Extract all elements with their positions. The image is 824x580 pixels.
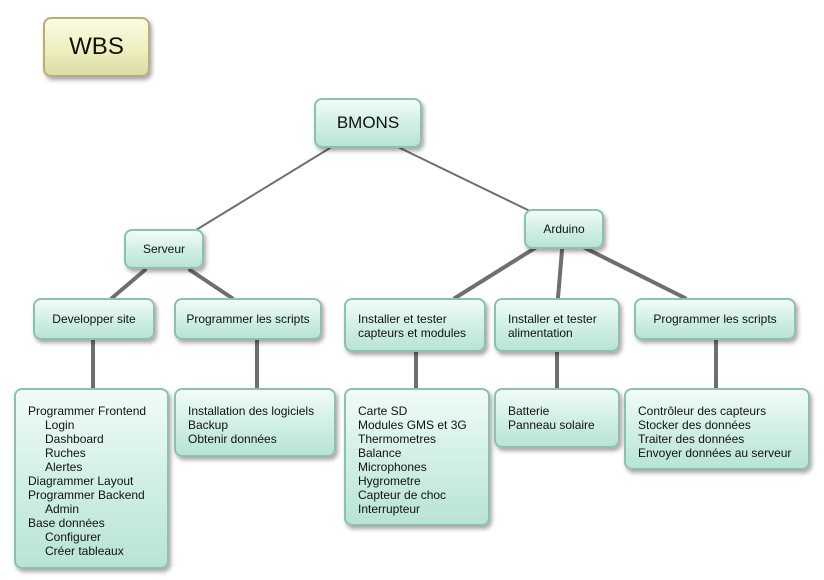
task-label-alimentation-line1: Installer et tester bbox=[508, 312, 597, 326]
link-arduino-scripts bbox=[583, 246, 687, 300]
task-label-serveur-scripts: Programmer les scripts bbox=[186, 312, 310, 326]
list-item: Balance bbox=[358, 446, 402, 460]
list-item: Batterie bbox=[508, 404, 550, 418]
list-item: Ruches bbox=[45, 446, 86, 460]
link-bmons-serveur bbox=[195, 147, 331, 231]
list-item: Programmer Backend bbox=[28, 488, 145, 502]
list-item: Panneau solaire bbox=[508, 418, 595, 432]
list-item: Capteur de choc bbox=[358, 488, 447, 502]
branch-label-serveur: Serveur bbox=[142, 242, 186, 256]
task-node-developper-site[interactable]: Developper site bbox=[33, 298, 155, 340]
branch-node-arduino[interactable]: Arduino bbox=[524, 209, 604, 249]
branch-label-arduino: Arduino bbox=[543, 222, 585, 236]
task-node-alimentation[interactable]: Installer et tester alimentation bbox=[494, 298, 620, 352]
list-item: Dashboard bbox=[45, 432, 104, 446]
list-item: Envoyer données au serveur bbox=[638, 446, 792, 460]
link-arduino-alimentation bbox=[556, 248, 564, 300]
task-node-capteurs[interactable]: Installer et tester capteurs et modules bbox=[344, 298, 486, 352]
list-item: Backup bbox=[188, 418, 229, 432]
list-item: Hygrometre bbox=[358, 474, 421, 488]
list-item: Carte SD bbox=[358, 404, 408, 418]
list-item: Modules GMS et 3G bbox=[358, 418, 467, 432]
list-item: Traiter des données bbox=[638, 432, 745, 446]
task-label-arduino-scripts: Programmer les scripts bbox=[653, 312, 777, 326]
list-item: Programmer Frontend bbox=[28, 404, 147, 418]
branch-node-serveur[interactable]: Serveur bbox=[124, 229, 204, 269]
list-item: Base données bbox=[28, 516, 105, 530]
list-item: Contrôleur des capteurs bbox=[638, 404, 767, 418]
list-item: Login bbox=[45, 418, 75, 432]
list-item: Thermometres bbox=[358, 432, 437, 446]
list-item: Alertes bbox=[45, 460, 83, 474]
list-item: Interrupteur bbox=[358, 502, 421, 516]
task-label-alimentation-line2: alimentation bbox=[508, 326, 573, 340]
list-item: Admin bbox=[45, 502, 80, 516]
list-item: Diagrammer Layout bbox=[28, 474, 134, 488]
wbs-title: WBS bbox=[69, 33, 124, 60]
task-label-capteurs-line1: Installer et tester bbox=[358, 312, 447, 326]
task-node-arduino-scripts[interactable]: Programmer les scripts bbox=[634, 298, 796, 340]
task-label-capteurs-line2: capteurs et modules bbox=[358, 326, 467, 340]
link-arduino-capteurs bbox=[453, 246, 537, 300]
link-bmons-arduino bbox=[399, 147, 533, 213]
task-node-serveur-scripts[interactable]: Programmer les scripts bbox=[174, 298, 322, 340]
list-item: Stocker des données bbox=[638, 418, 751, 432]
list-item: Créer tableaux bbox=[45, 544, 124, 558]
task-label-developper-site: Developper site bbox=[52, 312, 136, 326]
list-item: Obtenir données bbox=[188, 432, 277, 446]
root-label: BMONS bbox=[336, 113, 400, 132]
link-serveur-scripts bbox=[188, 268, 234, 300]
wbs-title-box: WBS bbox=[43, 17, 150, 77]
link-serveur-developper bbox=[110, 268, 147, 300]
list-item: Installation des logiciels bbox=[188, 404, 315, 418]
root-node-bmons[interactable]: BMONS bbox=[314, 98, 422, 148]
list-item: Microphones bbox=[358, 460, 427, 474]
list-item: Configurer bbox=[45, 530, 102, 544]
